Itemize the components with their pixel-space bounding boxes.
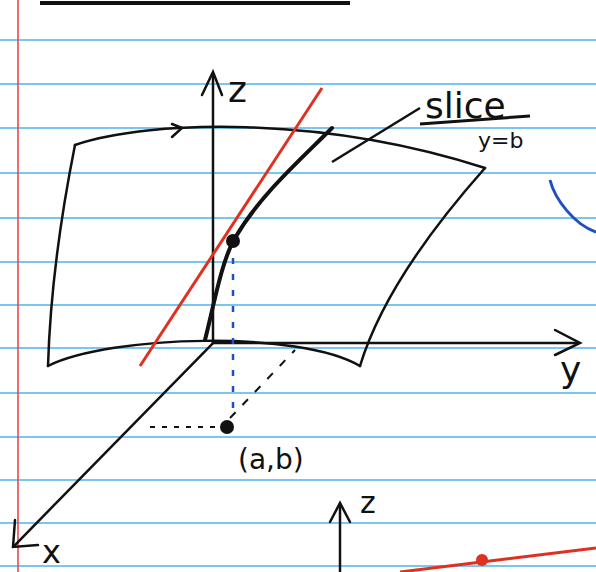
drop-line bbox=[232, 258, 235, 418]
margin-line bbox=[17, 0, 19, 572]
axis-label: z bbox=[360, 488, 376, 518]
tangent-line bbox=[400, 548, 596, 572]
ruled-lines bbox=[0, 40, 596, 566]
axis-label: y bbox=[560, 352, 581, 388]
underline bbox=[40, 1, 350, 5]
dash-line bbox=[150, 426, 215, 428]
point bbox=[476, 554, 488, 566]
dash-line bbox=[230, 350, 295, 418]
axes bbox=[13, 72, 580, 572]
slice-equation: y=b bbox=[478, 130, 523, 152]
leader-line bbox=[332, 108, 420, 162]
axis-label: x bbox=[42, 536, 61, 568]
blue-arc bbox=[550, 180, 596, 232]
axis-label: z bbox=[228, 72, 247, 108]
tangent-line bbox=[140, 88, 322, 366]
point-label: (a,b) bbox=[238, 446, 304, 474]
surface bbox=[48, 124, 485, 366]
point bbox=[226, 234, 240, 248]
slice-curve bbox=[205, 128, 332, 340]
point bbox=[220, 420, 234, 434]
slice-label: slice bbox=[425, 88, 506, 124]
